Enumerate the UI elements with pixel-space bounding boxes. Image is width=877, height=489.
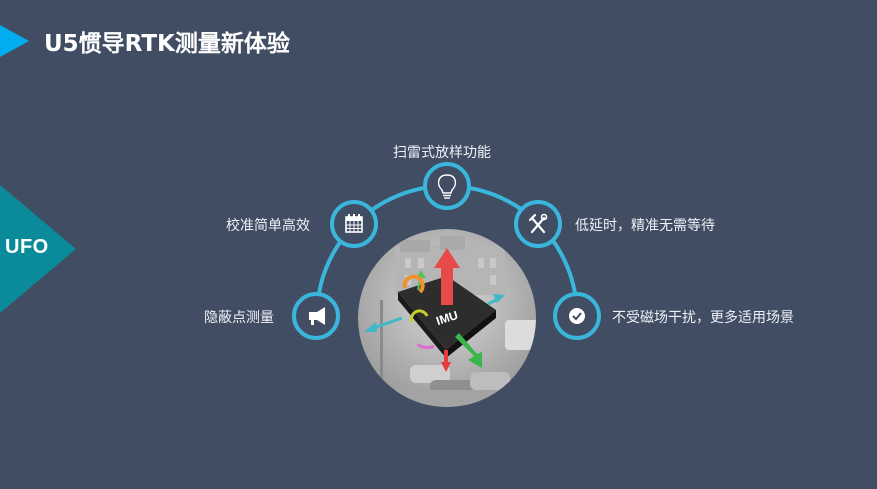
feature-label-stakeout: 扫雷式放样功能: [393, 145, 491, 161]
calendar-icon: [345, 214, 363, 233]
feature-node-hidden-point[interactable]: [292, 292, 340, 340]
check-circle-icon: [569, 308, 585, 324]
feature-node-no-magnetic[interactable]: [553, 292, 601, 340]
tools-icon: [528, 213, 548, 234]
feature-label-low-latency: 低延时，精准无需等待: [575, 218, 715, 234]
page-title: U5惯导RTK测量新体验: [44, 31, 290, 57]
title-arrow-icon: [0, 25, 29, 57]
lightbulb-icon: [437, 174, 457, 199]
feature-node-calibration[interactable]: [330, 200, 378, 248]
feature-node-stakeout[interactable]: [423, 162, 471, 210]
ufo-tag-label: UFO: [5, 236, 49, 258]
imu-chip: IMU: [398, 276, 496, 358]
svg-text:IMU: IMU: [434, 308, 459, 328]
feature-node-low-latency[interactable]: [514, 200, 562, 248]
ufo-tag-shape: [0, 185, 76, 313]
axis-arrows: [364, 248, 505, 372]
feature-label-no-magnetic: 不受磁场干扰，更多适用场景: [612, 310, 794, 326]
megaphone-icon: [309, 307, 325, 325]
feature-label-calibration: 校准简单高效: [226, 218, 310, 234]
feature-label-hidden-point: 隐蔽点测量: [204, 310, 274, 326]
